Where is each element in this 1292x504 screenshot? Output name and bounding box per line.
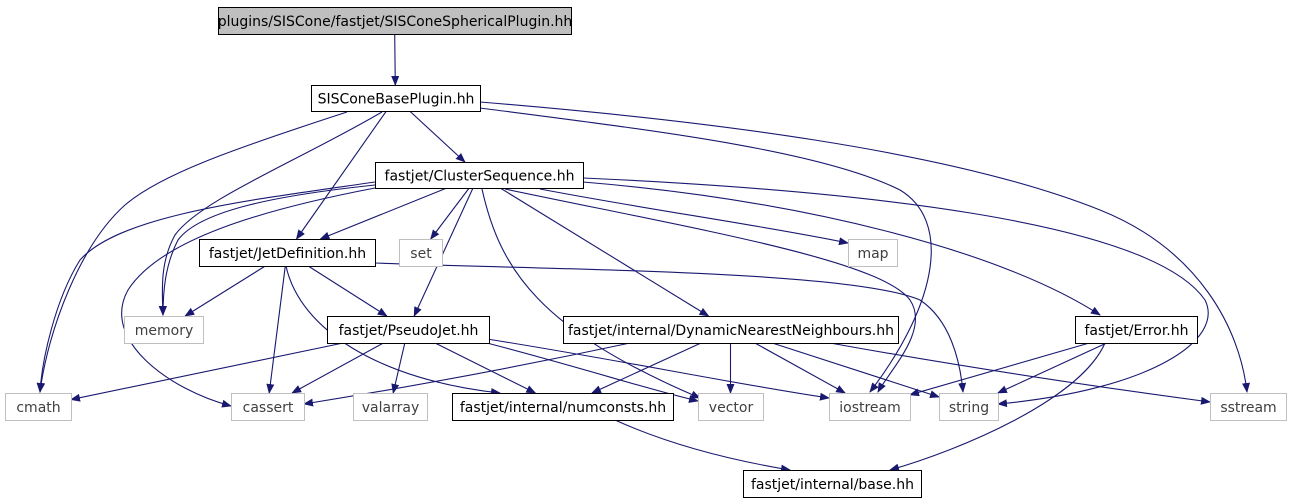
edge-jetdef-to-cassert	[266, 265, 286, 394]
edge-dnn-to-sstream	[829, 342, 1211, 405]
node-memory: memory	[124, 316, 204, 344]
node-sstream: sstream	[1210, 393, 1287, 421]
node-cluster_seq[interactable]: fastjet/ClusterSequence.hh	[375, 162, 584, 189]
node-box-dnn	[563, 316, 899, 344]
node-box-map	[848, 239, 898, 267]
node-box-string	[939, 393, 999, 421]
node-box-root	[218, 7, 572, 35]
node-label-cluster_seq: fastjet/ClusterSequence.hh	[385, 169, 575, 185]
edge-numconsts-to-base	[614, 419, 791, 473]
edge-dnn-to-string	[772, 342, 940, 399]
node-label-iostream: iostream	[839, 400, 901, 416]
node-label-siscone_base: SISConeBasePlugin.hh	[318, 92, 475, 108]
edge-cluster_seq-to-memory	[159, 184, 376, 316]
edges-layer	[36, 33, 1250, 473]
node-dnn[interactable]: fastjet/internal/DynamicNearestNeighbour…	[563, 316, 899, 344]
edge-siscone_base-to-memory	[158, 111, 383, 316]
node-base[interactable]: fastjet/internal/base.hh	[743, 470, 922, 498]
node-box-base	[743, 470, 922, 498]
node-cmath: cmath	[5, 393, 72, 421]
edge-pseudojet-to-numconsts	[434, 342, 537, 394]
edge-pseudojet-to-iostream	[486, 338, 830, 401]
edge-cluster_seq-to-cmath	[36, 181, 376, 393]
node-label-valarray: valarray	[362, 400, 419, 416]
node-label-root: plugins/SISCone/fastjet/SISConeSpherical…	[218, 14, 573, 30]
node-siscone_base[interactable]: SISConeBasePlugin.hh	[311, 85, 481, 112]
node-valarray: valarray	[353, 393, 428, 421]
edge-error-to-string	[996, 342, 1107, 394]
node-label-numconsts: fastjet/internal/numconsts.hh	[460, 400, 666, 416]
edge-jetdef-to-memory	[184, 265, 266, 317]
edge-error-to-iostream	[909, 342, 1090, 397]
node-label-error: fastjet/Error.hh	[1084, 323, 1188, 339]
edge-siscone_base-to-iostream	[479, 107, 932, 393]
node-box-pseudojet	[327, 316, 490, 344]
edge-siscone_base-to-cmath	[37, 111, 348, 393]
edge-root-to-siscone_base	[391, 33, 400, 86]
node-error[interactable]: fastjet/Error.hh	[1075, 316, 1198, 344]
node-box-iostream	[829, 393, 911, 421]
edge-pseudojet-to-cmath	[70, 342, 344, 402]
node-label-memory: memory	[135, 323, 194, 339]
edge-cluster_seq-to-iostream	[504, 188, 917, 393]
edge-siscone_base-to-jetdef	[295, 110, 387, 240]
node-string: string	[939, 393, 999, 421]
edge-dnn-to-iostream	[754, 342, 846, 394]
edge-cluster_seq-to-map	[539, 188, 849, 246]
node-numconsts[interactable]: fastjet/internal/numconsts.hh	[452, 393, 674, 421]
node-label-jetdef: fastjet/JetDefinition.hh	[209, 246, 366, 262]
node-label-map: map	[857, 246, 888, 262]
node-label-vector: vector	[709, 400, 754, 416]
node-box-set	[399, 239, 443, 267]
edge-pseudojet-to-valarray	[391, 342, 406, 394]
node-box-valarray	[353, 393, 428, 421]
node-label-dnn: fastjet/internal/DynamicNearestNeighbour…	[568, 323, 894, 339]
node-box-vector	[698, 393, 764, 421]
edge-cluster_seq-to-jetdef	[319, 187, 448, 240]
node-box-cluster_seq	[375, 162, 584, 189]
node-box-cassert	[231, 393, 305, 421]
node-set: set	[399, 239, 443, 267]
node-label-pseudojet: fastjet/PseudoJet.hh	[339, 323, 479, 339]
node-label-string: string	[949, 400, 989, 416]
node-label-cassert: cassert	[243, 400, 294, 416]
edge-cluster_seq-to-cassert	[121, 187, 376, 408]
node-box-siscone_base	[311, 85, 481, 112]
nodes-layer: plugins/SISCone/fastjet/SISConeSpherical…	[5, 7, 1287, 498]
node-label-sstream: sstream	[1220, 400, 1276, 416]
node-box-cmath	[5, 393, 72, 421]
edge-jetdef-to-numconsts	[285, 265, 501, 397]
node-box-memory	[124, 316, 204, 344]
edge-pseudojet-to-vector	[486, 342, 699, 403]
edge-cluster_seq-to-string	[582, 177, 1209, 408]
node-label-cmath: cmath	[16, 400, 60, 416]
node-label-set: set	[410, 246, 432, 262]
edge-siscone_base-to-cluster_seq	[409, 110, 466, 163]
edge-error-to-base	[889, 342, 1106, 472]
node-box-sstream	[1210, 393, 1287, 421]
node-root[interactable]: plugins/SISCone/fastjet/SISConeSpherical…	[218, 7, 573, 35]
edge-cluster_seq-to-error	[582, 181, 1101, 316]
edge-cluster_seq-to-dnn	[499, 187, 710, 317]
edge-dnn-to-cassert	[303, 342, 631, 407]
node-iostream: iostream	[829, 393, 911, 421]
edge-jetdef-to-pseudojet	[307, 265, 388, 317]
node-jetdef[interactable]: fastjet/JetDefinition.hh	[199, 239, 376, 267]
edge-cluster_seq-to-pseudojet	[413, 187, 474, 317]
edge-siscone_base-to-sstream	[479, 101, 1250, 393]
edge-dnn-to-numconsts	[591, 342, 702, 394]
node-box-error	[1075, 316, 1198, 344]
node-map: map	[848, 239, 898, 267]
node-box-jetdef	[199, 239, 376, 267]
edge-pseudojet-to-cassert	[291, 342, 384, 394]
edge-cluster_seq-to-set	[430, 187, 470, 240]
node-vector: vector	[698, 393, 764, 421]
node-pseudojet[interactable]: fastjet/PseudoJet.hh	[327, 316, 490, 344]
node-cassert: cassert	[231, 393, 305, 421]
node-label-base: fastjet/internal/base.hh	[751, 477, 914, 493]
edge-jetdef-to-string	[374, 262, 967, 393]
node-box-numconsts	[452, 393, 674, 421]
edge-cluster_seq-to-vector	[481, 188, 701, 399]
